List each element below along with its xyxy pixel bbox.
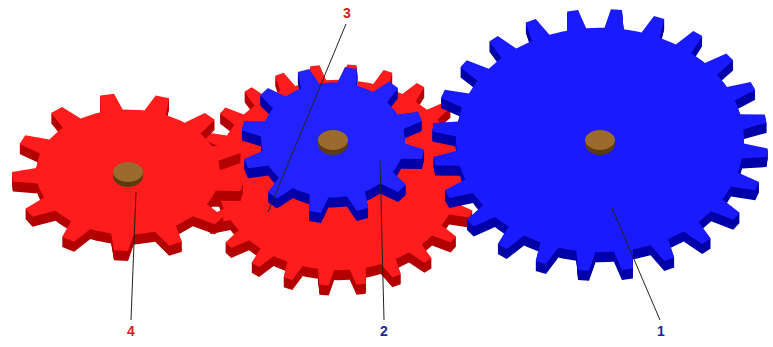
gears (12, 9, 768, 295)
gear-1 (432, 9, 767, 281)
gear-face (242, 67, 424, 213)
gear-side (196, 65, 479, 286)
gear-4 (12, 94, 243, 261)
gear-2 (242, 67, 424, 223)
gear-side (432, 10, 767, 272)
gear-side (12, 95, 243, 252)
leader-line (131, 192, 136, 320)
gear-face (432, 9, 767, 271)
gear-hub (113, 162, 143, 182)
callout-number: 1 (657, 324, 665, 338)
callout-number: 2 (380, 324, 388, 338)
leader-lines (131, 24, 660, 320)
gear-hub (585, 130, 615, 150)
leader-line (380, 160, 384, 320)
callout-number: 4 (127, 324, 135, 338)
gear-3 (196, 64, 479, 295)
callout-number: 3 (343, 6, 351, 20)
gear-side (242, 68, 424, 214)
leader-line (268, 24, 346, 212)
gear-face (12, 94, 243, 251)
gear-hub (318, 130, 348, 150)
leader-line (612, 208, 660, 320)
